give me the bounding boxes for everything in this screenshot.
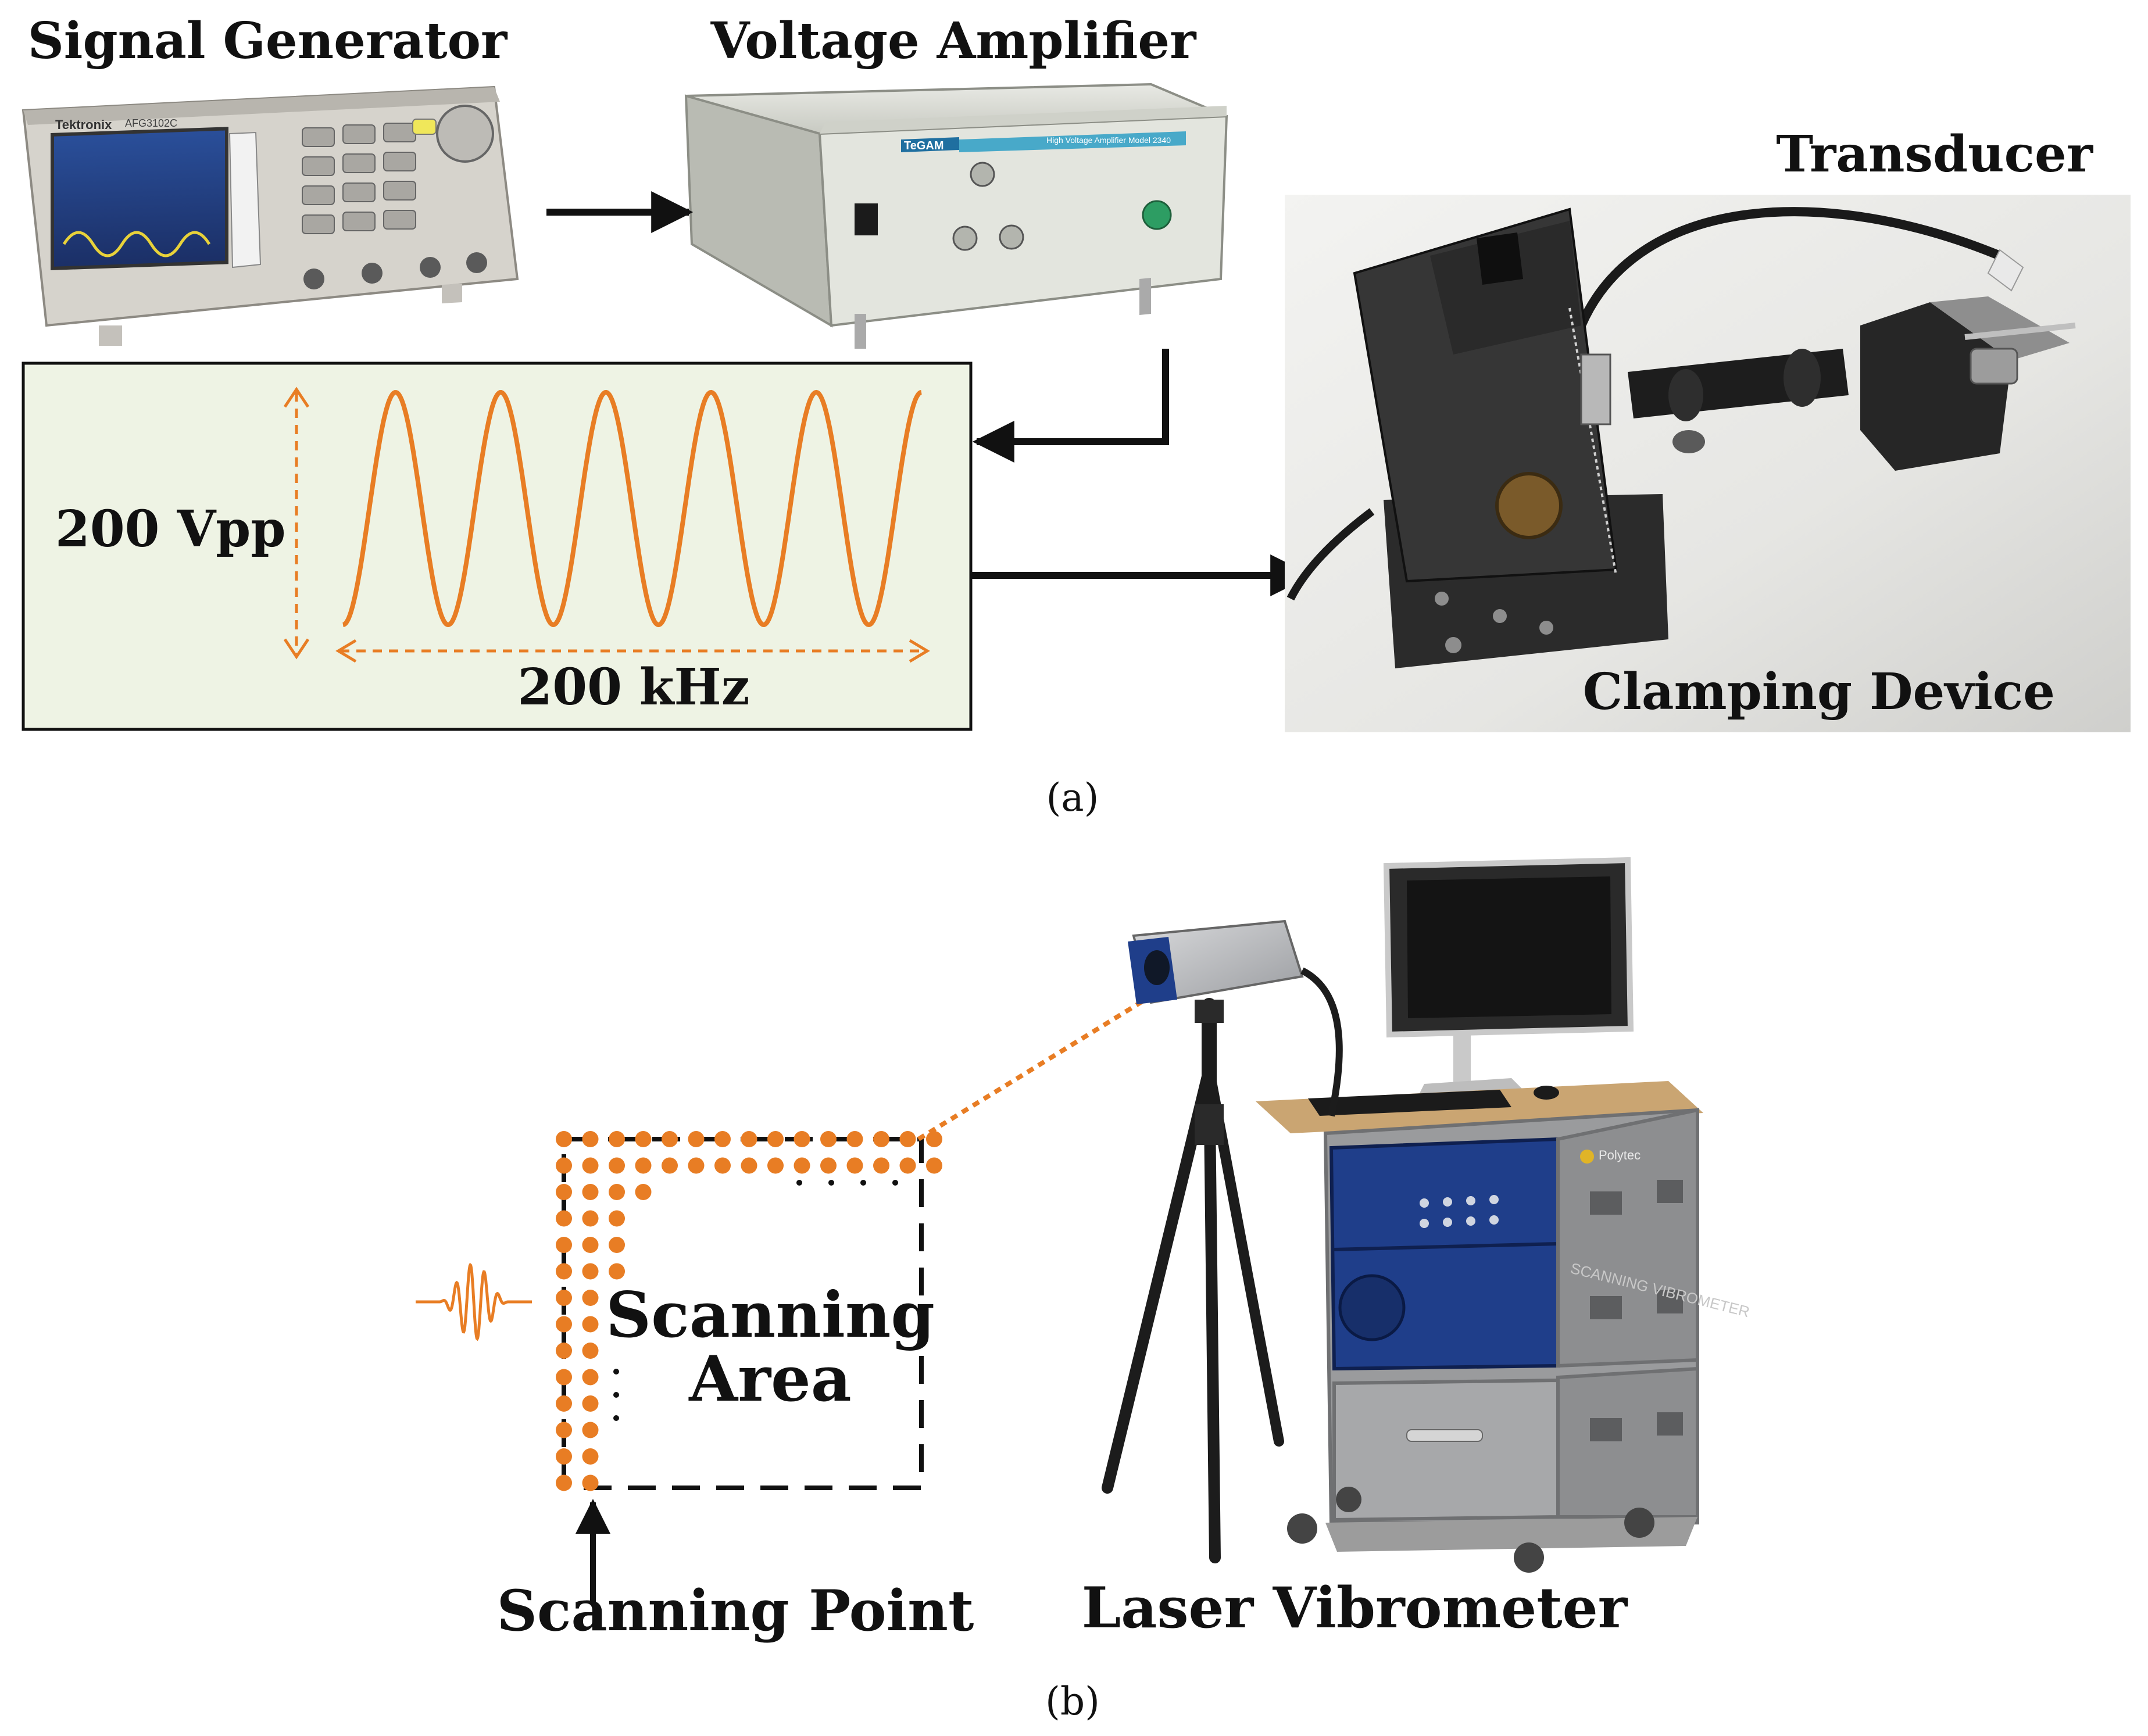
scanning-point: [582, 1448, 599, 1465]
scanning-point: [582, 1474, 599, 1491]
scanning-point: [714, 1131, 731, 1147]
scanning-point: [741, 1131, 757, 1147]
generator-brand-text: Tektronix: [55, 117, 112, 132]
scanning-point: [556, 1210, 572, 1227]
scanning-point: [926, 1131, 942, 1147]
scanning-area-label-line2: Area: [688, 1343, 851, 1416]
scanning-point: [926, 1157, 942, 1174]
scanning-point: [820, 1131, 837, 1147]
scanning-point: [899, 1131, 916, 1147]
scanning-point: [556, 1184, 572, 1200]
scanning-point: [609, 1131, 625, 1147]
scanning-point: [556, 1422, 572, 1438]
scanning-point: [873, 1131, 889, 1147]
scanning-point: [662, 1157, 678, 1174]
amplifier-brand-text: TeGAM: [904, 139, 944, 152]
transducer-photo: Clamping Device: [1285, 195, 2131, 732]
scanning-point: [662, 1131, 678, 1147]
waveform-panel: [22, 361, 973, 731]
scanning-point: [556, 1343, 572, 1359]
frequency-label: 200 kHz: [517, 658, 749, 717]
cabinet-brand-text: Polytec: [1599, 1148, 1641, 1162]
scanning-point: [582, 1237, 599, 1253]
scanning-point: [582, 1343, 599, 1359]
scanning-point: [582, 1157, 599, 1174]
scanning-point: [741, 1157, 757, 1174]
caption-a: (a): [1046, 775, 1099, 820]
scanning-point: [582, 1263, 599, 1280]
scanning-point: [635, 1157, 652, 1174]
scanning-continuation-dots: [613, 1180, 898, 1421]
scanning-point: [688, 1131, 705, 1147]
scanning-point: [767, 1157, 784, 1174]
scanning-point: [556, 1263, 572, 1280]
scanning-point: [846, 1157, 863, 1174]
scanning-point: [582, 1316, 599, 1333]
scanning-point: [582, 1369, 599, 1386]
scanning-point: [609, 1237, 625, 1253]
scanning-point: [556, 1316, 572, 1333]
scanning-point: [556, 1474, 572, 1491]
waveform-box: 200 Vpp 200 kHz: [22, 361, 973, 731]
scanning-point: [714, 1157, 731, 1174]
scanning-point: [556, 1448, 572, 1465]
scanning-point: [794, 1131, 810, 1147]
scanning-point: [635, 1184, 652, 1200]
scanning-point: [556, 1290, 572, 1306]
generator-model-text: AFG3102C: [125, 117, 177, 129]
laser-vibrometer-label: Laser Vibrometer: [1082, 1575, 1628, 1641]
scanning-point: [556, 1157, 572, 1174]
scanning-point: [582, 1422, 599, 1438]
scanning-point-label: Scanning Point: [497, 1578, 974, 1644]
transducer-label: Transducer: [1776, 125, 2093, 184]
amplifier-caption-text: High Voltage Amplifier Model 2340: [1046, 135, 1171, 145]
scanning-point-grid: [556, 1131, 942, 1491]
scanning-point: [846, 1131, 863, 1147]
scanning-point: [556, 1237, 572, 1253]
scanning-point: [582, 1131, 599, 1147]
scanning-point: [899, 1157, 916, 1174]
panel-b: Scanning Area Scanning Point: [416, 857, 1752, 1724]
scanning-point: [556, 1369, 572, 1386]
scanning-point: [794, 1157, 810, 1174]
panel-a: Signal Generator: [22, 12, 2131, 820]
amplitude-label: 200 Vpp: [55, 500, 285, 559]
caption-b: (b): [1045, 1679, 1100, 1724]
scanning-point: [609, 1184, 625, 1200]
wave-packet-icon: [416, 1262, 532, 1341]
clamping-device-label: Clamping Device: [1583, 663, 2055, 721]
scanning-point: [609, 1210, 625, 1227]
sine-waveform: [342, 389, 922, 628]
scanning-point: [582, 1210, 599, 1227]
signal-generator-label: Signal Generator: [28, 12, 508, 70]
signal-generator-image: Tektronix AFG3102C: [22, 85, 519, 346]
scanning-point: [609, 1263, 625, 1280]
scanning-point: [820, 1157, 837, 1174]
scanning-point: [873, 1157, 889, 1174]
laser-beam-line: [917, 997, 1147, 1141]
scanning-point: [556, 1395, 572, 1412]
scanning-point: [582, 1290, 599, 1306]
scanning-point: [635, 1131, 652, 1147]
arrow-amplifier-to-waveform: [972, 349, 1169, 463]
voltage-amplifier-label: Voltage Amplifier: [710, 12, 1198, 70]
scanning-point: [582, 1395, 599, 1412]
voltage-amplifier-image: TeGAM High Voltage Amplifier Model 2340: [684, 83, 1228, 349]
scanning-area-label-line1: Scanning: [606, 1279, 935, 1352]
scanning-point: [582, 1184, 599, 1200]
laser-vibrometer-image: Polytec SCANNING VIBROMETER: [1102, 857, 1752, 1573]
scanning-point: [609, 1157, 625, 1174]
scanning-point: [767, 1131, 784, 1147]
scanning-point: [556, 1131, 572, 1147]
scanning-point: [688, 1157, 705, 1174]
